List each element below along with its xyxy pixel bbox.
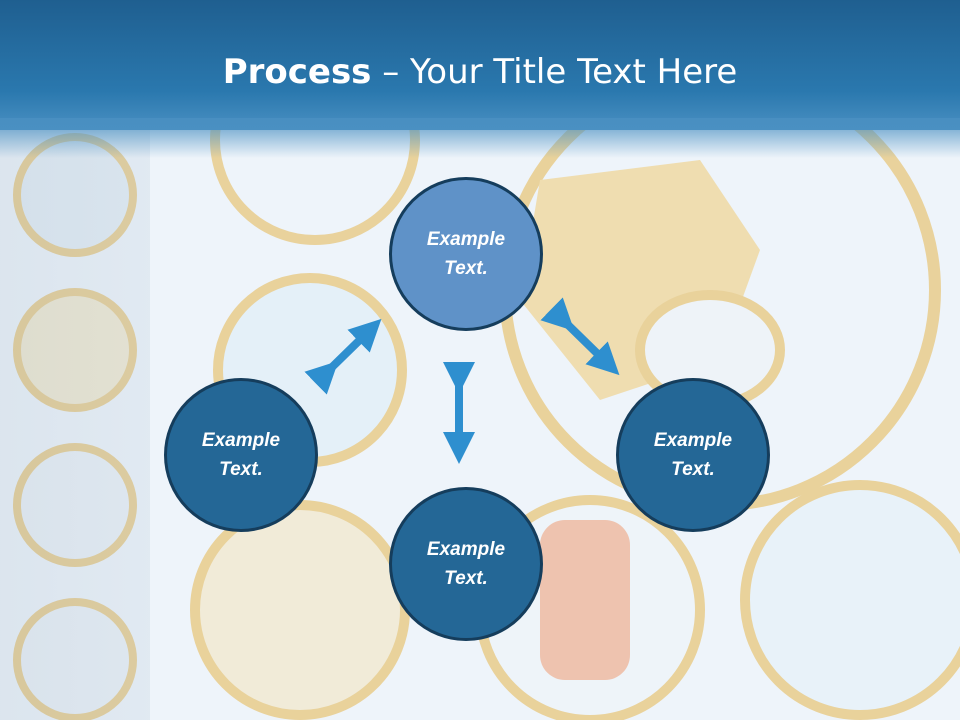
slide-title: Process – Your Title Text Here (0, 52, 960, 92)
node-bottom-line1: Example (426, 539, 506, 560)
arrow-top-left (304, 318, 382, 395)
title-bar (0, 0, 960, 130)
title-bar-fade (0, 118, 960, 158)
node-bottom-line2: Text. (444, 568, 488, 589)
arrow-top-right (540, 297, 620, 376)
node-top-line2: Text. (444, 258, 488, 279)
node-left-line2: Text. (219, 459, 263, 480)
node-top-line1: Example (426, 229, 506, 250)
node-right-line1: Example (653, 430, 733, 451)
node-right-line2: Text. (671, 459, 715, 480)
title-bold: Process (222, 52, 372, 92)
title-rest: – Your Title Text Here (371, 52, 738, 92)
node-left-line1: Example (201, 430, 281, 451)
left-image-strip (0, 130, 150, 720)
